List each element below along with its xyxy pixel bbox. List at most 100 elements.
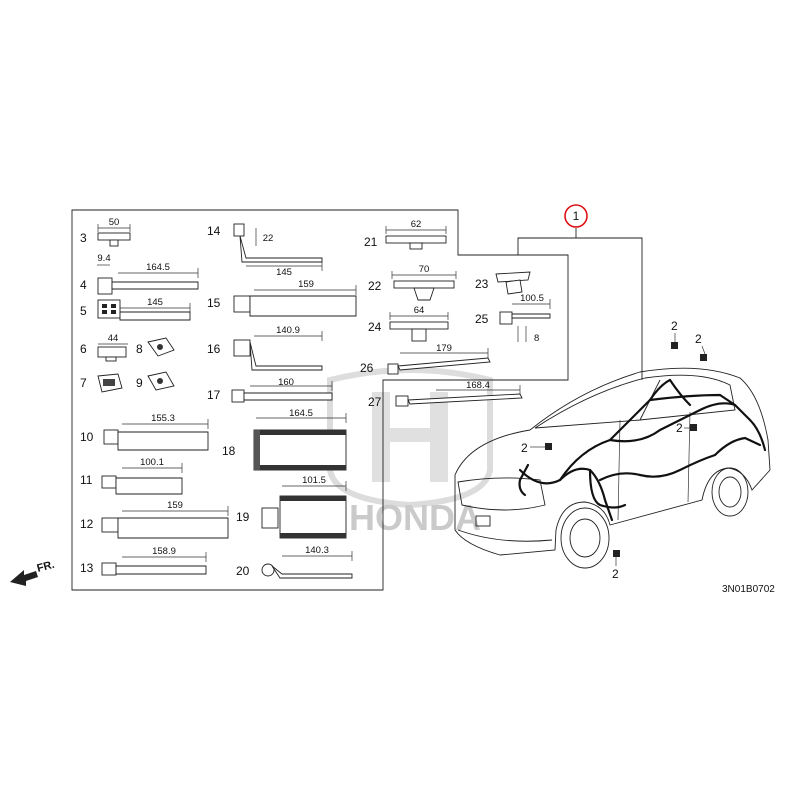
- part-6-number: 6: [80, 342, 87, 356]
- part-8-number: 8: [136, 342, 143, 356]
- part-10-dim: 155.3: [151, 413, 175, 424]
- bolt-2-c[interactable]: 2: [676, 421, 697, 435]
- bolt-label: 2: [676, 421, 683, 435]
- part-3-dim: 50: [109, 217, 120, 228]
- part-25-dim-b: 8: [534, 333, 539, 344]
- bolt-2-f[interactable]: 2: [0, 0, 7, 3]
- diagram-code: 3N01B0702: [722, 584, 775, 595]
- part-15-number: 15: [207, 296, 221, 310]
- part-22[interactable]: 22 70: [368, 264, 457, 301]
- part-8[interactable]: 8: [136, 337, 175, 357]
- part-4-number: 4: [80, 278, 87, 292]
- bolt-2-e[interactable]: 2: [612, 550, 620, 581]
- part-4[interactable]: 4 9.4 164.5: [80, 253, 199, 295]
- part-21-number: 21: [364, 235, 378, 249]
- part-5-number: 5: [80, 304, 87, 318]
- part-27-dim: 168.4: [466, 380, 490, 391]
- part-24-dim: 64: [414, 305, 425, 316]
- part-9-number: 9: [136, 376, 143, 390]
- part-4-dim-b: 164.5: [146, 262, 170, 273]
- callout-part-1: 1: [564, 204, 588, 228]
- part-22-dim: 70: [419, 264, 430, 275]
- part-16-dim: 140.9: [276, 325, 300, 336]
- part-10[interactable]: 10 155.3: [80, 413, 209, 451]
- part-19-number: 19: [236, 510, 250, 524]
- part-25[interactable]: 25 100.5 8: [475, 293, 551, 344]
- part-15-dim: 159: [298, 279, 314, 290]
- part-6[interactable]: 6 44: [80, 333, 128, 362]
- part-20-dim: 140.3: [305, 545, 329, 556]
- part-20[interactable]: 20 140.3: [236, 545, 353, 579]
- bolt-2-a[interactable]: 2: [671, 319, 678, 349]
- part-11[interactable]: 11 100.1: [80, 457, 183, 495]
- part-17-number: 17: [207, 388, 221, 402]
- part-11-number: 11: [80, 473, 93, 487]
- part-13[interactable]: 13 158.9: [80, 546, 207, 576]
- part-13-number: 13: [80, 561, 94, 575]
- watermark-text: HONDA: [349, 497, 481, 538]
- part-10-number: 10: [80, 430, 94, 444]
- bolt-2-d[interactable]: 2: [521, 441, 552, 455]
- part-14-number: 14: [207, 224, 221, 238]
- part-26-dim: 179: [436, 343, 452, 354]
- honda-watermark: HONDA: [327, 367, 493, 538]
- part-18[interactable]: 18 164.5: [222, 408, 347, 471]
- part-5-dim: 145: [147, 297, 163, 308]
- part-17[interactable]: 17 160: [207, 377, 333, 403]
- part-27[interactable]: 27 168.4: [368, 380, 523, 409]
- part-25-dim-a: 100.5: [520, 293, 544, 304]
- part-12-dim: 159: [167, 500, 183, 511]
- part-23[interactable]: 23: [475, 271, 531, 295]
- bolt-label: 2: [671, 319, 678, 333]
- part-22-number: 22: [368, 279, 382, 293]
- part-24[interactable]: 24 64: [368, 305, 449, 342]
- part-16[interactable]: 16 140.9: [207, 325, 323, 371]
- front-label: FR.: [36, 559, 56, 575]
- part-12[interactable]: 12 159: [80, 500, 229, 539]
- part-26[interactable]: 26 179: [360, 343, 491, 375]
- part-1-highlight: [564, 204, 588, 228]
- bolt-label: 2: [521, 441, 528, 455]
- bolt-markers: 2 2 2 2 2 2: [0, 0, 707, 581]
- part-3-number: 3: [80, 231, 87, 245]
- vehicle-outline: [454, 367, 771, 569]
- part-7[interactable]: 7: [80, 373, 123, 393]
- part-4-dim-a: 9.4: [97, 253, 110, 264]
- part-7-number: 7: [80, 376, 87, 390]
- part-12-number: 12: [80, 517, 94, 531]
- part-13-dim: 158.9: [152, 546, 176, 557]
- part-19[interactable]: 19 101.5: [236, 475, 347, 539]
- bolt-2-b[interactable]: 2: [695, 332, 707, 361]
- part-5[interactable]: 5 145: [80, 297, 191, 321]
- part-18-dim: 164.5: [289, 408, 313, 419]
- part-16-number: 16: [207, 342, 221, 356]
- part-17-dim: 160: [278, 377, 294, 388]
- part-9[interactable]: 9: [136, 371, 175, 391]
- part-1-label[interactable]: 1: [573, 209, 580, 223]
- part-21[interactable]: 21 62: [364, 219, 447, 250]
- part-21-dim: 62: [411, 219, 422, 230]
- parts-frame: [71, 209, 643, 591]
- part-24-number: 24: [368, 320, 382, 334]
- front-arrow-icon: [10, 570, 38, 586]
- part-11-dim: 100.1: [140, 457, 164, 468]
- wire-harness[interactable]: [518, 378, 767, 522]
- part-25-number: 25: [475, 312, 489, 326]
- part-20-number: 20: [236, 564, 250, 578]
- bolt-label: 2: [695, 332, 702, 346]
- part-26-number: 26: [360, 361, 374, 375]
- part-27-number: 27: [368, 395, 382, 409]
- part-18-number: 18: [222, 444, 236, 458]
- part-6-dim: 44: [108, 333, 119, 344]
- part-19-dim: 101.5: [302, 475, 326, 486]
- part-23-number: 23: [475, 277, 489, 291]
- bolt-label: 2: [612, 567, 619, 581]
- front-direction-indicator: FR.: [10, 559, 56, 586]
- part-14[interactable]: 14 22 145: [207, 223, 323, 278]
- part-14-dim-b: 145: [276, 267, 292, 278]
- part-3[interactable]: 3 50: [80, 217, 131, 247]
- part-15[interactable]: 15 159: [207, 279, 357, 317]
- part-14-dim-a: 22: [263, 233, 274, 244]
